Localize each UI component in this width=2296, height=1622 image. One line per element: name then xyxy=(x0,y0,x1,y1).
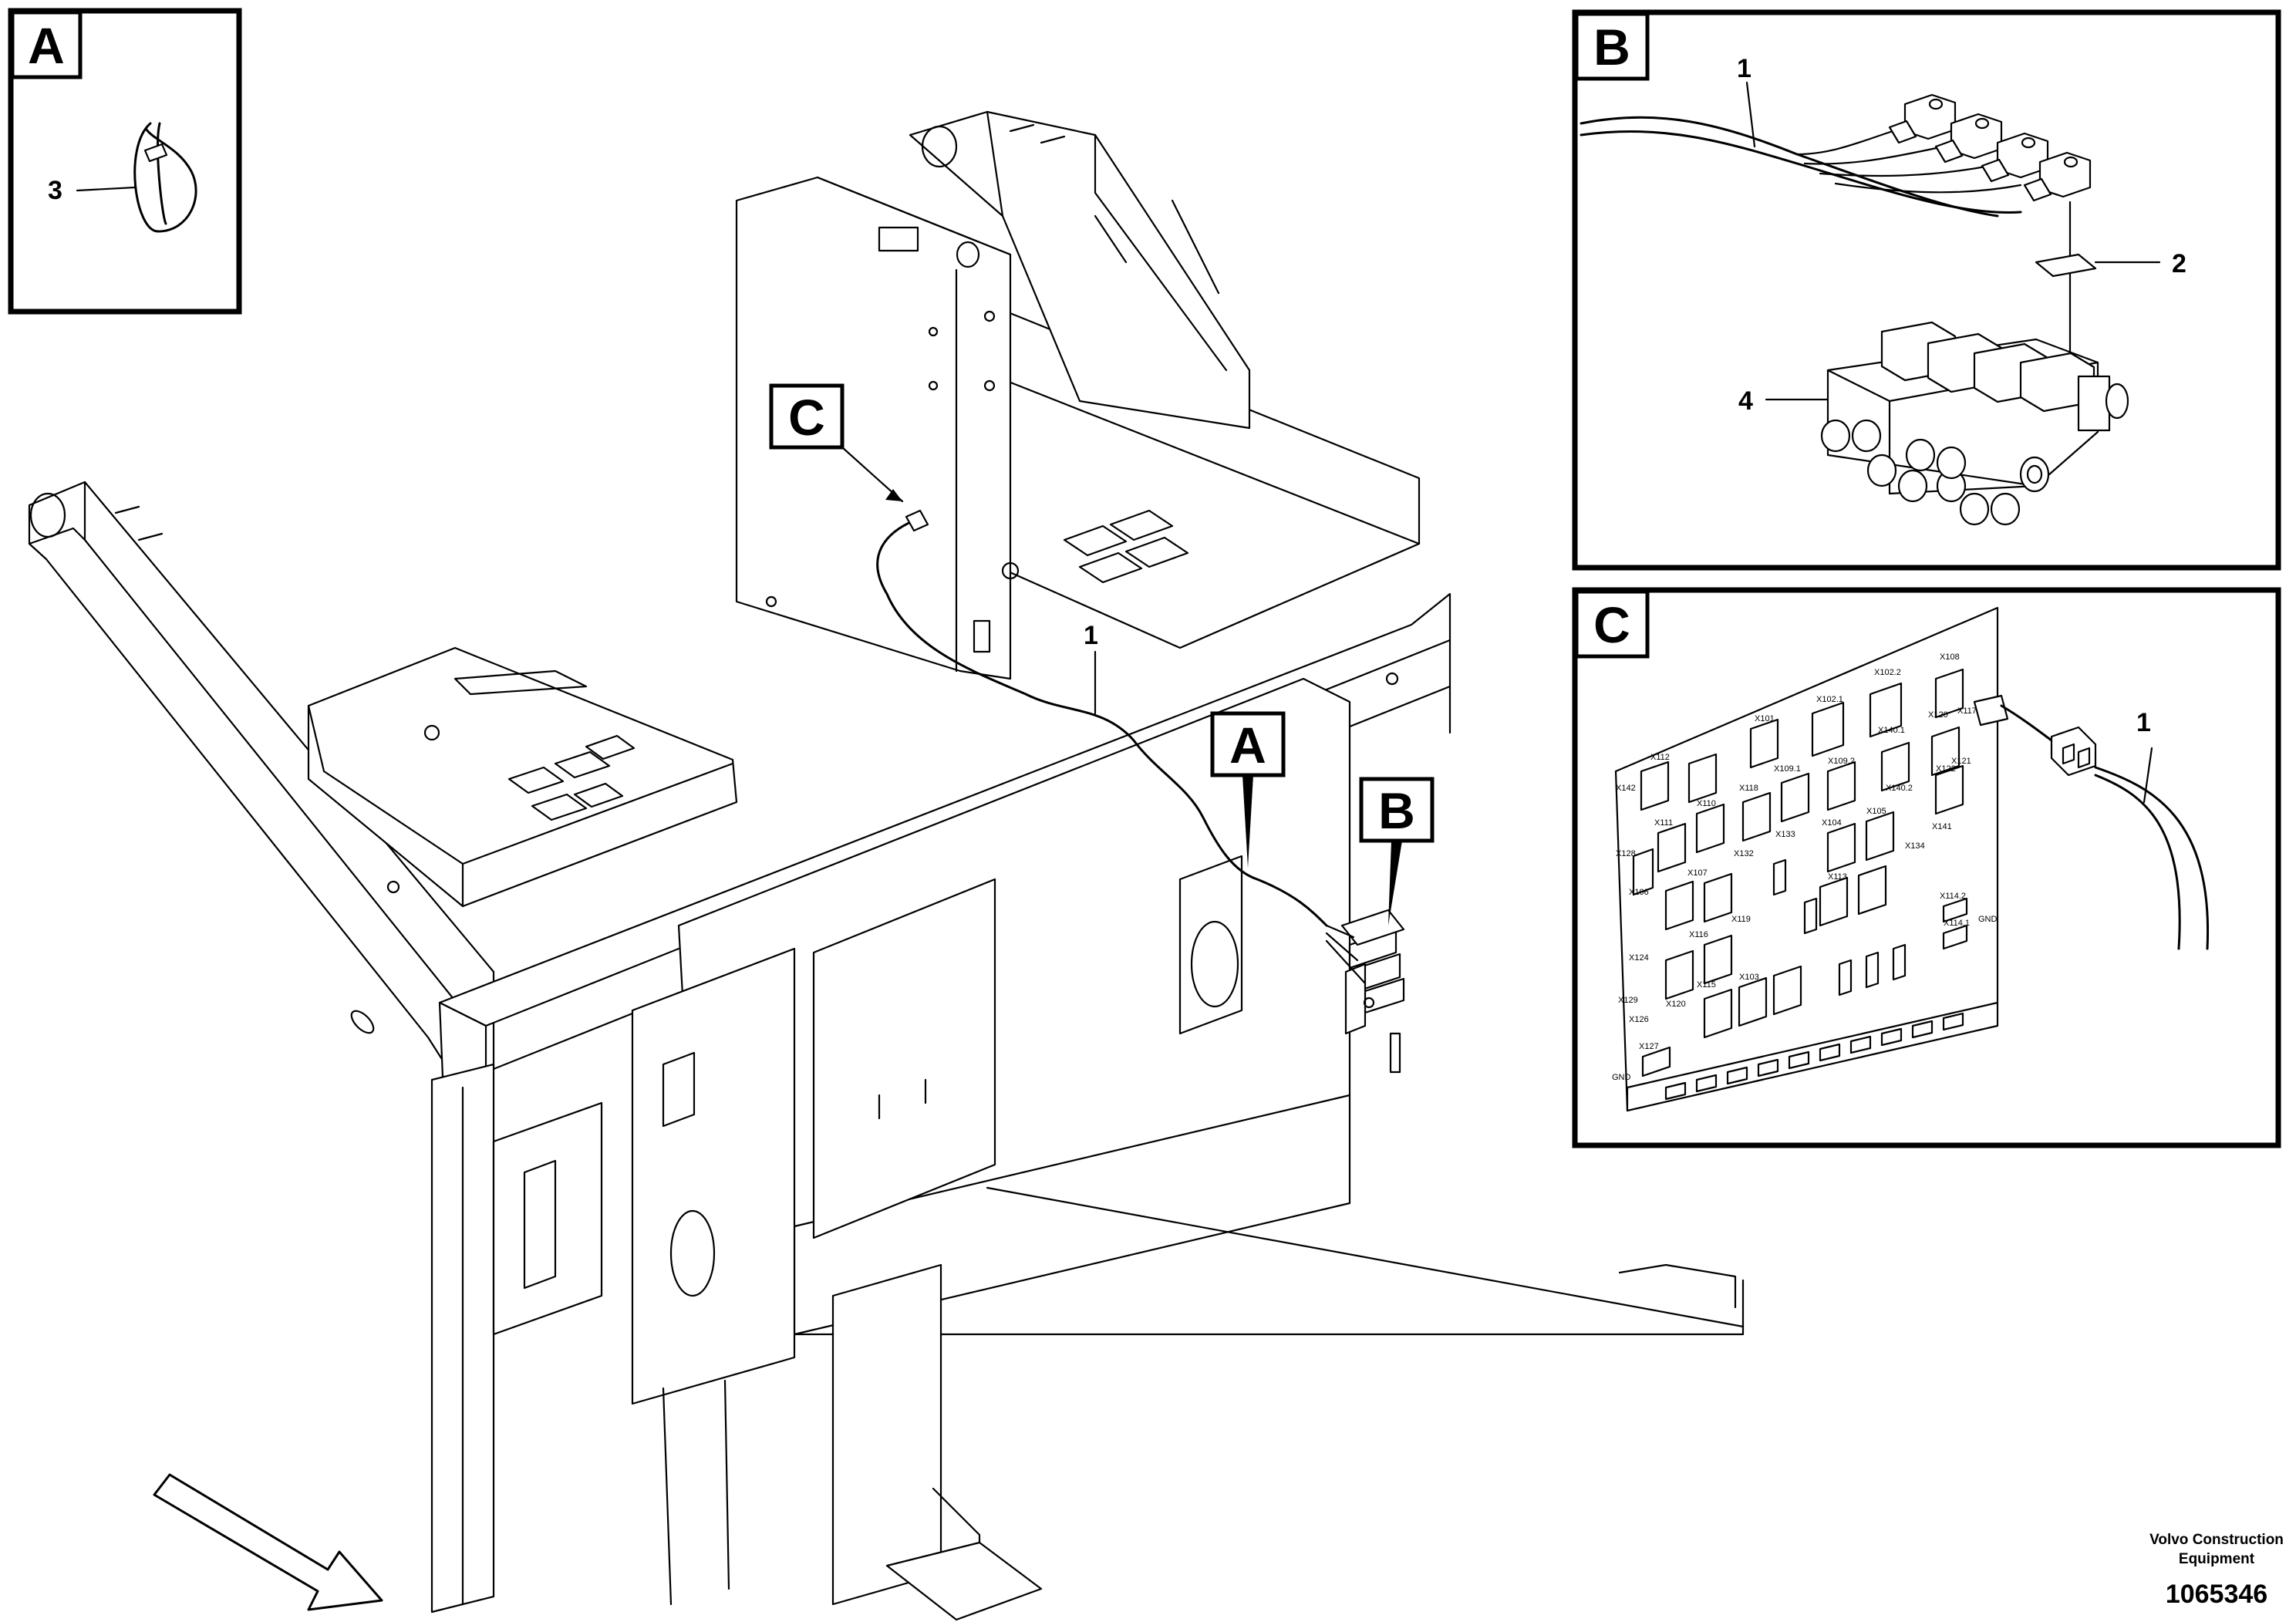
svg-text:X134: X134 xyxy=(1905,841,1925,851)
svg-text:X140.1: X140.1 xyxy=(1878,726,1905,735)
panel-c-callout-1: 1 xyxy=(2136,708,2151,737)
svg-text:X126: X126 xyxy=(1629,1015,1649,1024)
brand-line-1: Volvo Construction xyxy=(2149,1532,2284,1548)
brand-line-2: Equipment xyxy=(2179,1551,2255,1567)
svg-text:X111: X111 xyxy=(1654,818,1673,828)
cable-tie-icon xyxy=(133,122,197,233)
panel-b-callout-4: 4 xyxy=(1738,386,1753,416)
svg-text:X142: X142 xyxy=(1616,784,1636,793)
svg-text:X113: X113 xyxy=(1828,872,1847,882)
svg-text:X110: X110 xyxy=(1697,799,1716,808)
svg-text:X124: X124 xyxy=(1629,953,1649,963)
main-tag-a-label: A xyxy=(1229,717,1266,774)
board-labels: X112 X142 X111 X110 X118 X101 X109.1 X10… xyxy=(1612,653,1998,1082)
svg-text:X102.1: X102.1 xyxy=(1816,695,1843,704)
svg-text:GND: GND xyxy=(1978,915,1998,924)
connector-cluster xyxy=(1325,909,1405,1074)
svg-text:X121: X121 xyxy=(1951,757,1971,766)
main-harness-cable xyxy=(876,519,1328,927)
svg-text:X133: X133 xyxy=(1775,830,1795,839)
panel-b-callout-2: 2 xyxy=(2172,249,2186,278)
svg-text:X109.1: X109.1 xyxy=(1774,764,1801,774)
svg-text:X128: X128 xyxy=(1616,849,1636,858)
main-tag-a[interactable]: A xyxy=(1210,711,1286,868)
svg-text:GND: GND xyxy=(1612,1073,1631,1082)
svg-text:X106: X106 xyxy=(1629,888,1649,897)
direction-arrow-icon xyxy=(153,1473,383,1611)
svg-text:X101: X101 xyxy=(1755,714,1775,723)
panel-a-tag: A xyxy=(28,17,65,74)
svg-text:X109.2: X109.2 xyxy=(1828,757,1855,766)
svg-text:X104: X104 xyxy=(1822,818,1842,828)
svg-text:X108: X108 xyxy=(1940,653,1960,662)
main-tag-c-label: C xyxy=(788,389,825,446)
svg-text:X103: X103 xyxy=(1739,973,1759,982)
detail-panel-a: A 3 xyxy=(8,8,242,315)
svg-text:X141: X141 xyxy=(1932,822,1952,831)
panel-b-callout-1: 1 xyxy=(1737,54,1752,83)
detail-panel-c: C xyxy=(1572,587,2281,1148)
svg-text:X122: X122 xyxy=(1936,764,1956,774)
svg-text:X118: X118 xyxy=(1739,784,1758,793)
main-assembly xyxy=(28,110,1745,1621)
panel-c-tag: C xyxy=(1593,596,1630,653)
detail-panel-b: B 2 xyxy=(1572,9,2281,571)
panel-b-tag: B xyxy=(1593,19,1630,76)
main-tag-b-label: B xyxy=(1378,782,1415,839)
svg-text:X119: X119 xyxy=(1731,915,1751,924)
svg-text:X115: X115 xyxy=(1697,980,1716,990)
svg-text:X140.2: X140.2 xyxy=(1886,784,1913,793)
footer: Volvo Construction Equipment 1065346 xyxy=(2149,1532,2284,1609)
svg-text:X107: X107 xyxy=(1687,868,1708,878)
board-connector-blocks xyxy=(1632,668,1968,1101)
main-tag-c[interactable]: C xyxy=(769,383,904,503)
panel-a-callout-3: 3 xyxy=(48,176,62,205)
svg-text:X129: X129 xyxy=(1618,996,1638,1005)
main-callout-1: 1 xyxy=(1084,621,1098,715)
main-callout-1-label: 1 xyxy=(1084,621,1098,650)
svg-text:X102.2: X102.2 xyxy=(1874,668,1901,677)
svg-text:X112: X112 xyxy=(1650,753,1670,762)
svg-text:X116: X116 xyxy=(1689,930,1708,939)
svg-text:X120: X120 xyxy=(1666,1000,1686,1009)
svg-text:X117: X117 xyxy=(1957,706,1977,716)
doc-number: 1065346 xyxy=(2166,1580,2267,1609)
svg-text:X127: X127 xyxy=(1639,1042,1659,1051)
svg-text:X114.1: X114.1 xyxy=(1944,919,1970,928)
main-tag-b[interactable]: B xyxy=(1359,777,1435,926)
svg-text:X132: X132 xyxy=(1734,849,1754,858)
svg-text:X120: X120 xyxy=(1928,710,1948,720)
svg-text:X114.2: X114.2 xyxy=(1940,892,1966,901)
svg-text:X105: X105 xyxy=(1866,807,1886,816)
